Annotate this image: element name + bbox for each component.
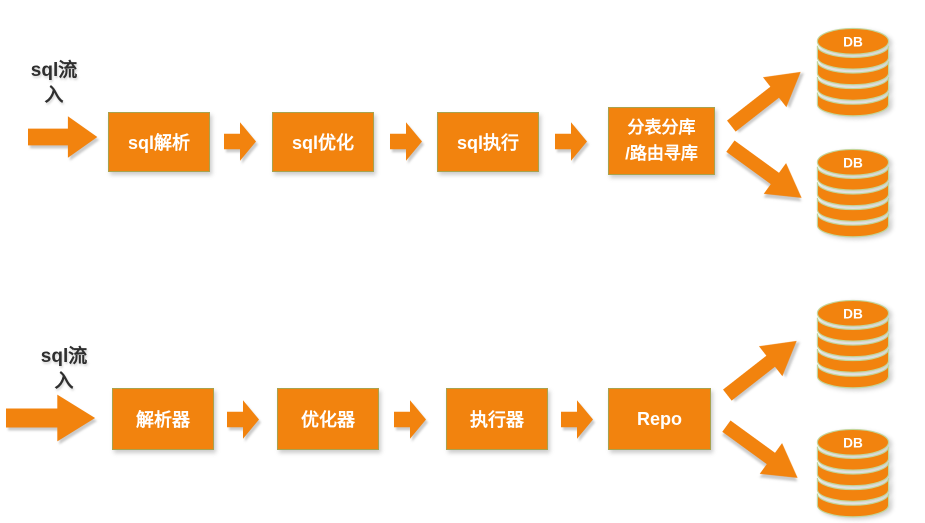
- input-label-row2-line1: sql流: [40, 346, 88, 367]
- database-icon: DB: [814, 428, 892, 519]
- arrow-right-icon: [28, 114, 98, 160]
- arrow-right-icon: [555, 120, 588, 163]
- arrow-up-right-icon: [720, 57, 813, 141]
- database-label: DB: [843, 436, 863, 451]
- input-label-row1-line1: sql流: [30, 60, 78, 81]
- flow-step-sql-parse: sql解析: [108, 112, 210, 172]
- arrow-right-icon: [394, 398, 427, 441]
- input-label-row2: sql流 入: [26, 344, 102, 394]
- flow-step-label: sql解析: [127, 133, 190, 153]
- arrow-right-icon: [561, 398, 594, 441]
- arrow-right-icon: [390, 120, 423, 163]
- database-icon: DB: [814, 27, 892, 118]
- flow-step-sql-execute: sql执行: [437, 112, 539, 172]
- arrow-up-right-icon: [716, 326, 809, 410]
- flow-step-label: 解析器: [136, 410, 190, 430]
- flow-step-executor: 执行器: [446, 388, 548, 450]
- database-icon: DB: [814, 299, 892, 390]
- flow-step-optimizer: 优化器: [277, 388, 379, 450]
- database-label: DB: [843, 156, 863, 171]
- flow-step-label: Repo: [637, 408, 682, 429]
- arrow-right-icon: [227, 398, 260, 441]
- flow-step-sql-optimize: sql优化: [272, 112, 374, 172]
- flow-step-label-line1: 分表分库: [627, 118, 696, 137]
- input-label-row2-line2: 入: [54, 371, 74, 392]
- flow-step-repo: Repo: [608, 388, 711, 450]
- flow-step-label-line2: /路由寻库: [625, 144, 698, 163]
- arrow-right-icon: [224, 120, 257, 163]
- flow-step-parser: 解析器: [112, 388, 214, 450]
- database-label: DB: [843, 307, 863, 322]
- arrow-right-icon: [6, 392, 96, 444]
- database-label: DB: [843, 35, 863, 50]
- database-icon: DB: [814, 148, 892, 239]
- arrow-down-right-icon: [719, 131, 813, 213]
- input-label-row1: sql流 入: [16, 58, 92, 108]
- flow-step-label: 优化器: [301, 410, 355, 430]
- arrow-down-right-icon: [715, 411, 809, 493]
- flow-step-sharding-routing: 分表分库 /路由寻库: [608, 107, 715, 175]
- flow-step-label: 执行器: [470, 410, 524, 430]
- flow-step-label: sql执行: [456, 133, 519, 153]
- input-label-row1-line2: 入: [44, 85, 64, 106]
- flow-step-label: sql优化: [291, 133, 354, 153]
